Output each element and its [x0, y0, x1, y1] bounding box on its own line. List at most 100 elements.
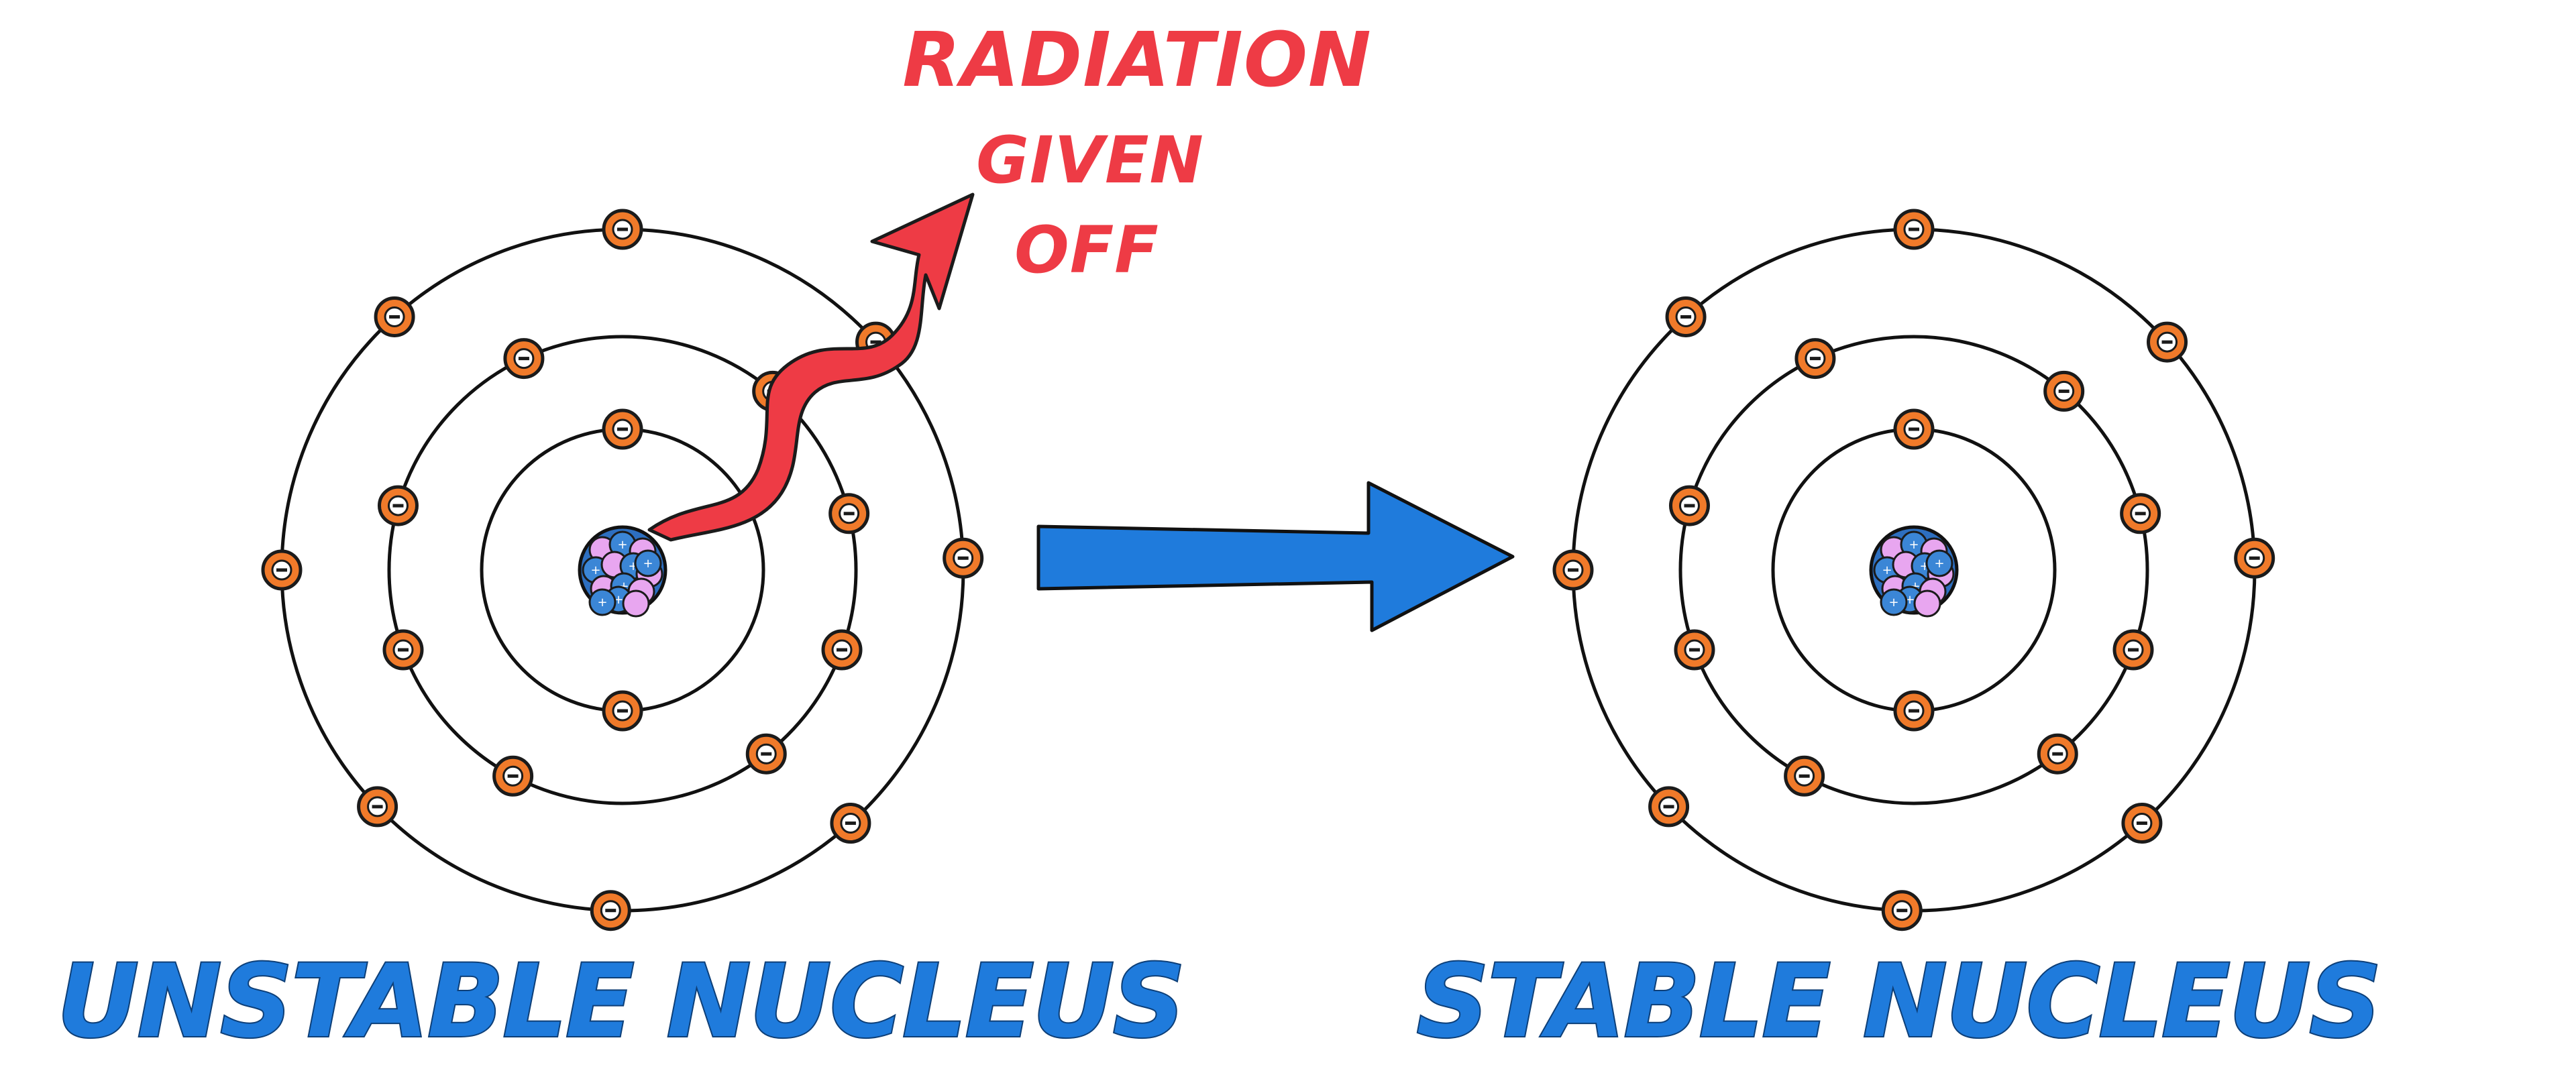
electron — [821, 629, 863, 671]
minus-icon — [2161, 340, 2173, 344]
unstable-nucleus: +++++++ — [578, 525, 667, 618]
stable-atom: +++++++ — [1552, 209, 2275, 931]
minus-icon — [617, 709, 628, 713]
electron — [503, 338, 545, 380]
electron — [374, 296, 415, 337]
electron — [1794, 338, 1836, 380]
plus-icon: + — [1882, 563, 1892, 577]
electron-group — [1552, 209, 2275, 931]
minus-icon — [1909, 709, 1919, 713]
orbit-shell-2 — [1678, 335, 2149, 805]
minus-icon — [870, 340, 881, 344]
radiation-arrow — [647, 192, 975, 542]
minus-icon — [2135, 512, 2146, 516]
radiation-wave-body — [647, 192, 975, 542]
electron — [602, 690, 643, 732]
electron — [2121, 803, 2163, 844]
electron — [1893, 690, 1935, 732]
electron — [261, 549, 303, 591]
minus-icon — [837, 648, 848, 652]
electron — [1674, 629, 1715, 671]
unstable-nucleus-caption: UNSTABLE NUCLEUS — [57, 944, 1184, 1060]
minus-icon — [1684, 504, 1695, 508]
minus-icon — [1688, 648, 1700, 652]
minus-icon — [1909, 227, 1919, 231]
minus-icon — [276, 568, 287, 572]
minus-icon — [1680, 315, 1692, 319]
radiation-label: RADIATION GIVEN OFF — [902, 17, 1372, 288]
minus-icon — [518, 357, 529, 361]
transition-arrow-shape — [1036, 481, 1515, 632]
proton — [1913, 589, 1941, 618]
minus-icon — [2128, 648, 2139, 652]
minus-icon — [845, 821, 856, 826]
plus-icon: + — [617, 538, 627, 552]
unstable-atom: +++++++ — [261, 209, 984, 931]
transition-arrow — [1036, 481, 1515, 632]
minus-icon — [392, 504, 404, 508]
minus-icon — [1799, 774, 1810, 778]
minus-icon — [507, 774, 519, 778]
minus-icon — [605, 909, 616, 913]
electron — [1665, 296, 1707, 337]
electron — [602, 408, 643, 450]
electron — [2234, 537, 2275, 579]
minus-icon — [843, 512, 855, 516]
minus-icon — [957, 556, 969, 560]
neutron — [1880, 588, 1908, 616]
minus-icon — [1809, 357, 1821, 361]
minus-icon — [2052, 752, 2063, 756]
plus-icon: + — [597, 596, 607, 610]
minus-icon — [1896, 909, 1908, 913]
electron — [590, 890, 631, 931]
electron — [2120, 493, 2161, 534]
electron — [492, 755, 534, 797]
electron — [602, 209, 643, 250]
neutron — [588, 588, 616, 616]
stable-nucleus-caption: STABLE NUCLEUS — [1417, 944, 2381, 1060]
plus-icon: + — [1934, 557, 1944, 571]
electron — [1893, 209, 1935, 250]
stable-nucleus: +++++++ — [1869, 525, 1959, 618]
plus-icon: + — [643, 557, 653, 571]
minus-icon — [2058, 389, 2070, 393]
electron — [2112, 629, 2154, 671]
minus-icon — [389, 315, 400, 319]
minus-icon — [2136, 821, 2147, 826]
minus-icon — [1568, 568, 1578, 572]
plus-icon: + — [1888, 596, 1898, 610]
radiation-label-line1: RADIATION — [902, 17, 1372, 104]
minus-icon — [1909, 427, 1919, 431]
electron — [357, 786, 398, 828]
minus-icon — [761, 752, 772, 756]
plus-icon: + — [1909, 538, 1919, 552]
electron — [1668, 485, 1710, 526]
proton — [622, 589, 650, 618]
electron — [1552, 549, 1594, 591]
radiation-label-line2: GIVEN — [976, 123, 1204, 198]
electron — [1881, 890, 1923, 931]
orbit-shell-2 — [387, 335, 858, 805]
electron — [2043, 370, 2085, 412]
plus-icon: + — [590, 563, 600, 577]
electron — [2037, 733, 2078, 775]
electron — [828, 493, 870, 534]
radiation-label-line3: OFF — [1014, 213, 1159, 288]
minus-icon — [617, 227, 628, 231]
minus-icon — [397, 648, 409, 652]
minus-icon — [372, 805, 383, 809]
electron — [377, 485, 419, 526]
minus-icon — [2249, 556, 2260, 560]
electron — [2147, 321, 2188, 363]
minus-icon — [617, 427, 628, 431]
electron — [1648, 786, 1690, 828]
electron — [1893, 408, 1935, 450]
electron — [745, 733, 787, 775]
minus-icon — [1663, 805, 1674, 809]
neutron — [1925, 549, 1953, 577]
electron — [1784, 755, 1825, 797]
electron — [382, 629, 424, 671]
neutron — [634, 549, 662, 577]
electron — [830, 803, 871, 844]
